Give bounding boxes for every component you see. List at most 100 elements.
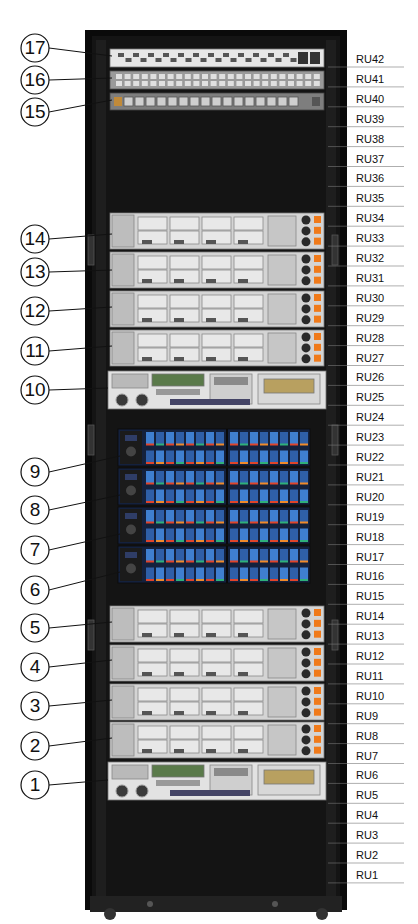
drive-slot	[206, 451, 214, 464]
port	[176, 74, 182, 79]
fan	[302, 226, 311, 235]
port	[156, 58, 162, 62]
rack-unit-label: RU10	[356, 690, 384, 702]
drive-slot	[186, 529, 194, 542]
drive-slot	[176, 471, 184, 484]
port	[142, 81, 148, 86]
drive-led	[206, 561, 214, 563]
orange-tab	[314, 747, 321, 754]
drive-bay	[138, 726, 167, 739]
rack-unit-label: RU3	[356, 829, 378, 841]
vent-panel	[268, 294, 296, 324]
drive-latch	[206, 749, 216, 753]
rack-unit-label: RU21	[356, 471, 384, 483]
drive-led	[280, 483, 288, 485]
drive-slot	[166, 529, 174, 542]
drive-led	[166, 501, 174, 503]
drive-bay	[170, 309, 199, 322]
drive-led	[260, 483, 268, 485]
drive-bay	[138, 740, 167, 753]
server-front	[110, 330, 324, 366]
ru-tick	[328, 584, 404, 585]
drive-led	[260, 462, 268, 464]
drive-slot	[206, 549, 214, 562]
drive-slot	[230, 529, 238, 542]
drive-slot	[206, 510, 214, 523]
drive-bay	[202, 270, 231, 283]
drive-latch	[174, 633, 184, 637]
server-ear	[112, 686, 134, 718]
drive-led	[270, 462, 278, 464]
vent-panel	[268, 333, 296, 363]
port	[168, 97, 177, 106]
vent-panel	[268, 216, 296, 246]
drive-bay	[138, 624, 167, 637]
drive-slot	[300, 451, 308, 464]
rack-unit-label: RU41	[356, 73, 384, 85]
rack-handle	[332, 425, 338, 455]
drive-led	[290, 561, 298, 563]
port	[228, 74, 234, 79]
drive-bay	[234, 334, 263, 347]
power-module	[120, 548, 142, 581]
server-chassis	[110, 645, 324, 681]
ru-tick	[328, 285, 404, 286]
drive-slot	[166, 432, 174, 445]
divider	[226, 546, 228, 583]
drive-latch	[238, 357, 248, 361]
fan	[302, 658, 311, 667]
drive-led	[300, 444, 308, 446]
drive-led	[196, 444, 204, 446]
drive-bay	[202, 231, 231, 244]
drive-bay	[234, 624, 263, 637]
drive-led	[260, 561, 268, 563]
drive-bay	[170, 610, 199, 623]
fan	[302, 648, 311, 657]
drive-slot	[206, 432, 214, 445]
ru-tick	[328, 803, 404, 804]
port	[276, 58, 282, 62]
drive-slot	[166, 510, 174, 523]
drive-slot	[300, 432, 308, 445]
drive-slot	[196, 549, 204, 562]
port	[314, 81, 320, 86]
storage-unit	[118, 429, 310, 466]
network-switch	[110, 49, 324, 67]
drive-bay	[202, 726, 231, 739]
drive-bay	[138, 334, 167, 347]
drive-led	[166, 579, 174, 581]
port	[312, 97, 320, 106]
drive-led	[300, 462, 308, 464]
expansion-slot	[258, 374, 320, 404]
port	[283, 53, 289, 57]
ru-tick	[328, 783, 404, 784]
drive-led	[156, 462, 164, 464]
server-front	[110, 213, 324, 249]
drive-bay	[202, 702, 231, 715]
rack-caster	[272, 901, 278, 907]
leader-line	[49, 100, 112, 112]
rack-unit-label: RU36	[356, 172, 384, 184]
drive-slot	[290, 432, 298, 445]
port	[193, 74, 199, 79]
drive-bay	[234, 231, 263, 244]
rack-unit-label: RU15	[356, 590, 384, 602]
drive-led	[186, 444, 194, 446]
fan	[302, 619, 311, 628]
port-row	[170, 790, 250, 796]
port	[288, 74, 294, 79]
rack-unit-label: RU7	[356, 750, 378, 762]
drive-bay	[138, 231, 167, 244]
port	[159, 74, 165, 79]
orange-tab	[314, 316, 321, 323]
drive-slot	[240, 490, 248, 503]
drive-slot	[146, 432, 154, 445]
drive-led	[206, 540, 214, 542]
drive-led	[240, 462, 248, 464]
drive-slot	[260, 432, 268, 445]
drive-slot	[216, 510, 224, 523]
drive-slot	[230, 451, 238, 464]
power-inlet	[298, 52, 308, 64]
drive-led	[216, 462, 224, 464]
drive-led	[270, 501, 278, 503]
